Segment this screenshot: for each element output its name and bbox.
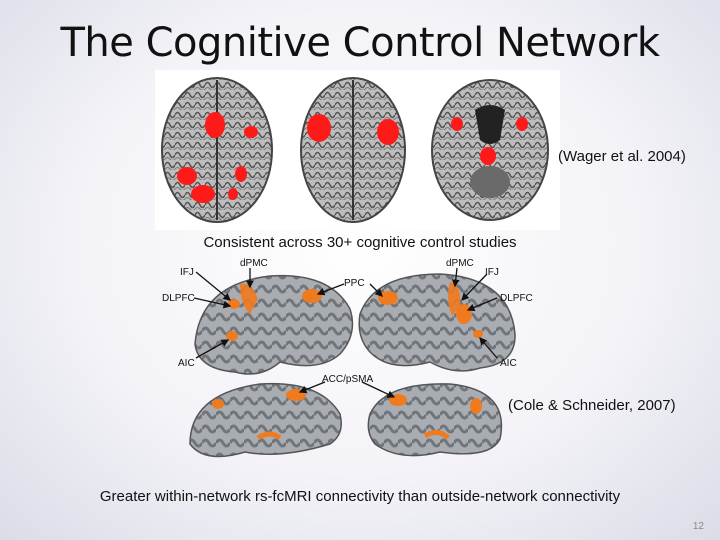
bottom-caption: Greater within-network rs-fcMRI connecti… xyxy=(99,488,621,505)
activation-blob xyxy=(228,188,238,200)
activation-blob xyxy=(377,119,399,145)
axial-slice-3 xyxy=(431,79,549,221)
activation-blob xyxy=(307,114,331,142)
medial-left-hemisphere xyxy=(189,382,342,458)
citation-wager: (Wager et al. 2004) xyxy=(558,148,686,165)
activation-blob xyxy=(244,126,258,138)
label-aic-left: AIC xyxy=(178,358,195,369)
slide-number: 12 xyxy=(692,521,704,532)
axial-slices-figure xyxy=(155,70,560,230)
label-aic-right: AIC xyxy=(500,358,517,369)
label-ifj-left: IFJ xyxy=(180,267,194,278)
label-dpmc-right: dPMC xyxy=(446,258,474,269)
figure-subtitle: Consistent across 30+ cognitive control … xyxy=(203,234,517,251)
citation-cole: (Cole & Schneider, 2007) xyxy=(508,397,676,414)
label-dpmc-left: dPMC xyxy=(240,258,268,269)
activation-blob xyxy=(451,117,463,131)
label-dlpfc-right: DLPFC xyxy=(500,293,533,304)
label-ppc: PPC xyxy=(344,278,365,289)
activation-blob xyxy=(177,167,197,185)
activation-blob xyxy=(480,147,496,165)
activation-blob xyxy=(235,166,247,182)
activation-blob xyxy=(205,112,225,138)
slide-title: The Cognitive Control Network xyxy=(60,20,660,66)
lateral-right-hemisphere xyxy=(358,273,516,372)
axial-slice-2 xyxy=(300,77,406,223)
activation-blob xyxy=(516,117,528,131)
cortical-surface-figure: dPMC IFJ DLPFC AIC PPC dPMC IFJ DLPFC AI… xyxy=(160,254,550,484)
label-acc-psma: ACC/pSMA xyxy=(322,374,373,385)
axial-slice-1 xyxy=(161,77,273,223)
label-ifj-right: IFJ xyxy=(485,267,499,278)
activation-blob xyxy=(191,185,215,203)
label-dlpfc-left: DLPFC xyxy=(162,293,195,304)
